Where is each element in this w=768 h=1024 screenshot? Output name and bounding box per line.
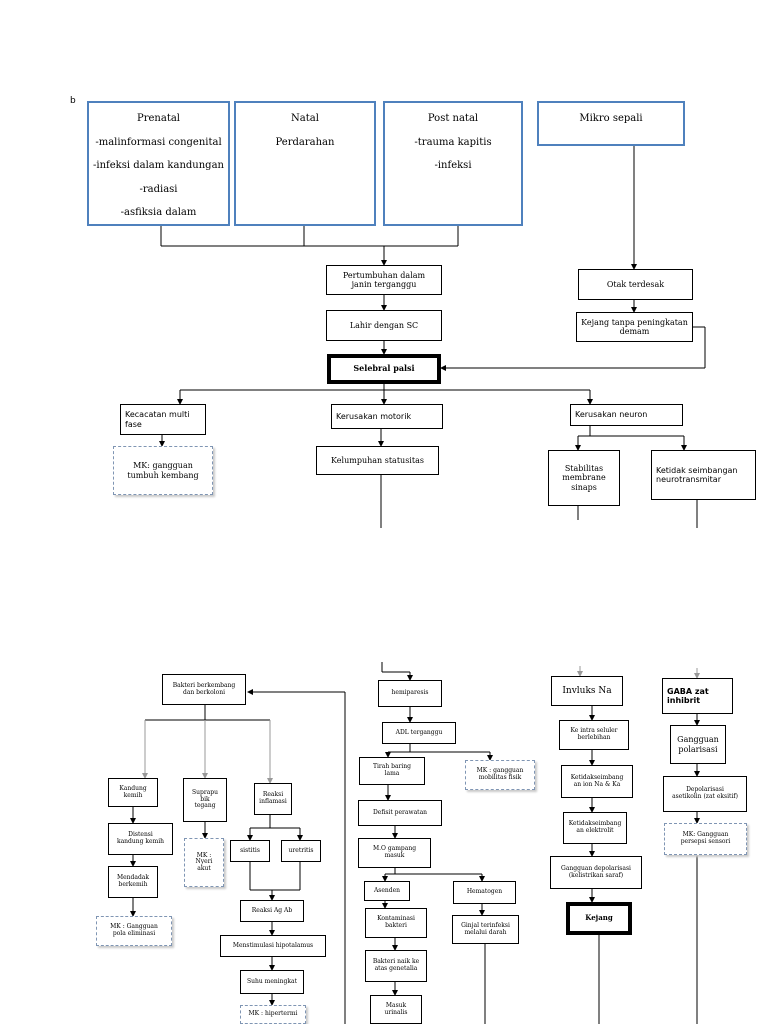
node-mo-gampang-masuk: M.O gampang masuk (358, 838, 431, 868)
node-ginjal-terinfeksi: Ginjal terinfeksi melalui darah (452, 915, 519, 944)
node-distensi: Distensi kandung kemih (108, 823, 173, 855)
node-depolarisasi-asetikolin: Depolarisasi asetikolin (zat eksitif) (663, 776, 747, 812)
node-gangguan-polarisasi: Gangguan polarisasi (670, 725, 726, 764)
node-pertumbuhan-janin: Pertumbuhan dalam janin terganggu (326, 265, 442, 295)
node-kejang-tanpa-demam: Kejang tanpa peningkatan demam (576, 312, 693, 342)
node-hemiparesis: hemiparesis (378, 680, 442, 707)
node-mk-tumbuh-kembang: MK: gangguan tumbuh kembang (113, 446, 213, 495)
node-kecacatan-multi-fase: Kecacatan multi fase (120, 404, 206, 435)
node-hematogen: Hematogen (453, 881, 516, 904)
node-suhu-meningkat: Suhu meningkat (240, 970, 304, 994)
node-reaksi-ag-ab: Reaksi Ag Ab (240, 900, 304, 922)
node-mk-hipertermi: MK : hipertermi (240, 1005, 306, 1024)
node-ke-intra-seluler: Ke intra seluler berlebihan (559, 720, 629, 750)
node-ketidakseimbangan-elektrolit: Ketidakseimbang an elektrolit (563, 812, 627, 844)
node-ketidakseimbangan-ion: Ketidakseimbang an ion Na & Ka (561, 765, 633, 798)
node-mikro-sepali: Mikro sepali (537, 101, 685, 146)
node-mk-persepsi-sensori: MK: Gangguan persepsi sensori (664, 823, 747, 855)
node-mendadak-berkemih: Mendadak berkemih (108, 866, 158, 898)
node-mk-nyeri-akut: MK : Nyeri akut (184, 838, 224, 887)
node-otak-terdesak: Otak terdesak (578, 269, 693, 300)
node-ketidakseimbangan-neurotransmitar: Ketidak seimbangan neurotransmitar (651, 450, 756, 500)
node-suprapubik-tegang: Suprapu bik tegang (183, 778, 227, 822)
node-asenden: Asenden (364, 881, 410, 901)
node-gangguan-depolarisasi: Gangguan depolarisasi (kelistrikan saraf… (550, 856, 642, 889)
node-tirah-baring: Tirah baring lama (359, 757, 425, 785)
node-kandung-kemih: Kandung kemih (108, 778, 158, 807)
node-bakteri-berkembang: Bakteri berkembang dan berkoloni (162, 674, 246, 705)
node-influks-na: Invluks Na (551, 676, 623, 706)
node-reaksi-inflamasi: Reaksi inflamasi (254, 783, 292, 815)
diagram-label: b (70, 96, 76, 106)
node-mk-mobilitas-fisik: MK : gangguan mobilitas fisik (465, 760, 535, 790)
node-kontaminasi-bakteri: Kontaminasi bakteri (365, 908, 427, 938)
node-bakteri-naik: Bakteri naik ke atas genetalia (365, 950, 427, 982)
node-post-natal: Post natal -trauma kapitis -infeksi (383, 101, 523, 226)
node-defisit-perawatan: Defisit perawatan (358, 800, 442, 826)
node-prenatal: Prenatal -malinformasi congenital -infek… (87, 101, 230, 226)
node-sistitis: sistitis (230, 840, 270, 862)
node-kejang: Kejang (566, 902, 632, 935)
node-kelumpuhan: Kelumpuhan statusitas (316, 446, 439, 475)
node-mk-gangguan-eliminasi: MK : Gangguan pola eliminasi (96, 916, 172, 946)
node-gaba: GABA zat inhibrit (662, 678, 733, 714)
node-kerusakan-neuron: Kerusakan neuron (570, 404, 683, 426)
node-selebral-palsi: Selebral palsi (327, 354, 441, 384)
node-stabilitas-membrane: Stabilitas membrane sinaps (548, 450, 620, 506)
node-kerusakan-motorik: Kerusakan motorik (331, 404, 443, 429)
node-lahir-sc: Lahir dengan SC (326, 310, 442, 341)
node-adl-terganggu: ADL terganggu (382, 722, 456, 744)
node-masuk-urinalis: Masuk urinalis (370, 995, 422, 1024)
node-menstimulasi-hipotalamus: Menstimulasi hipotalamus (220, 935, 326, 957)
node-natal: Natal Perdarahan (234, 101, 376, 226)
node-uretritis: uretritis (281, 840, 321, 862)
